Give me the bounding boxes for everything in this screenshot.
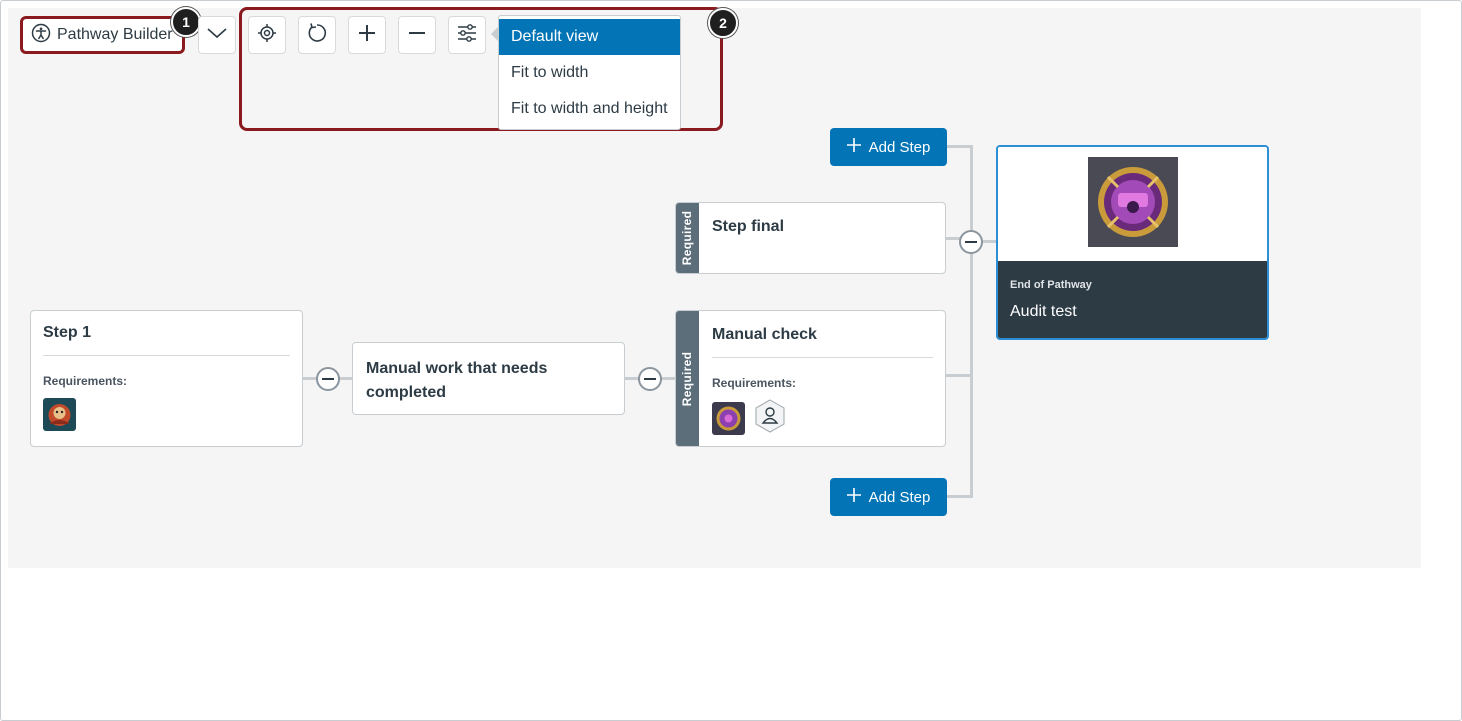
manual-work-card[interactable]: Manual work that needs completed bbox=[352, 342, 625, 415]
chevron-down-icon bbox=[206, 26, 228, 45]
divider bbox=[43, 355, 290, 356]
manual-check-card[interactable]: Required Manual check Requirements: bbox=[675, 310, 946, 447]
step-1-title: Step 1 bbox=[43, 324, 92, 341]
zoom-out-button[interactable] bbox=[398, 16, 436, 54]
step-1-card[interactable]: Step 1 Requirements: bbox=[30, 310, 303, 447]
plus-icon bbox=[846, 138, 861, 156]
end-info-panel: End of Pathway Audit test bbox=[998, 261, 1267, 338]
zoom-out-icon bbox=[408, 24, 426, 47]
requirements-label: Requirements: bbox=[712, 376, 797, 390]
end-badge-area bbox=[998, 147, 1267, 261]
step-final-title: Step final bbox=[712, 218, 785, 235]
minus-icon bbox=[965, 241, 977, 243]
end-of-pathway-label: End of Pathway bbox=[1010, 279, 1092, 291]
requirement-badge-image[interactable] bbox=[43, 398, 76, 431]
expand-dropdown-button[interactable] bbox=[198, 16, 236, 54]
menu-item-fit-width-height[interactable]: Fit to width and height bbox=[511, 100, 668, 117]
plus-icon bbox=[846, 488, 861, 506]
recenter-button[interactable] bbox=[248, 16, 286, 54]
connector-line bbox=[946, 495, 972, 498]
menu-item-fit-width[interactable]: Fit to width bbox=[511, 64, 589, 81]
target-icon bbox=[257, 23, 277, 48]
pathway-name: Audit test bbox=[1010, 303, 1077, 320]
pathway-builder-label: Pathway Builder bbox=[57, 26, 173, 43]
callout-badge-2: 2 bbox=[708, 8, 738, 38]
connector-line bbox=[946, 374, 972, 377]
minus-icon bbox=[322, 378, 334, 380]
collapse-node-button[interactable] bbox=[959, 230, 983, 254]
zoom-in-button[interactable] bbox=[348, 16, 386, 54]
divider bbox=[712, 357, 933, 358]
view-controls-callout bbox=[239, 7, 723, 131]
connector-line bbox=[972, 240, 996, 243]
settings-sliders-icon bbox=[456, 23, 478, 48]
collapse-node-button[interactable] bbox=[316, 367, 340, 391]
menu-caret bbox=[491, 27, 498, 41]
connector-line bbox=[970, 145, 973, 498]
menu-item-default-view[interactable]: Default view bbox=[499, 19, 680, 55]
requirements-label: Requirements: bbox=[43, 374, 128, 388]
add-step-label: Add Step bbox=[868, 138, 931, 156]
requirement-badge-image[interactable] bbox=[712, 402, 745, 435]
pathway-builder-button[interactable]: Pathway Builder bbox=[20, 16, 185, 54]
add-step-label: Add Step bbox=[868, 488, 931, 506]
reset-icon bbox=[306, 22, 328, 49]
requirements-list bbox=[712, 399, 933, 438]
minus-icon bbox=[644, 378, 656, 380]
add-step-button-top[interactable]: Add Step bbox=[830, 128, 947, 166]
required-tag: Required bbox=[676, 311, 699, 446]
callout-badge-1: 1 bbox=[171, 7, 201, 37]
collapse-node-button[interactable] bbox=[638, 367, 662, 391]
view-options-button[interactable] bbox=[448, 16, 486, 54]
add-step-button-bottom[interactable]: Add Step bbox=[830, 478, 947, 516]
manual-check-title: Manual check bbox=[712, 326, 817, 343]
reset-view-button[interactable] bbox=[298, 16, 336, 54]
accessibility-icon bbox=[31, 23, 51, 48]
step-final-card[interactable]: Required Step final bbox=[675, 202, 946, 274]
view-options-menu: Default view Fit to width Fit to width a… bbox=[498, 15, 681, 130]
person-badge-icon[interactable] bbox=[753, 399, 787, 438]
zoom-in-icon bbox=[358, 24, 376, 47]
connector-line bbox=[946, 145, 972, 148]
end-of-pathway-card[interactable]: End of Pathway Audit test bbox=[996, 145, 1269, 340]
pathway-badge-image bbox=[1087, 156, 1178, 252]
required-tag: Required bbox=[676, 203, 699, 273]
manual-work-title: Manual work that needs completed bbox=[366, 360, 548, 401]
